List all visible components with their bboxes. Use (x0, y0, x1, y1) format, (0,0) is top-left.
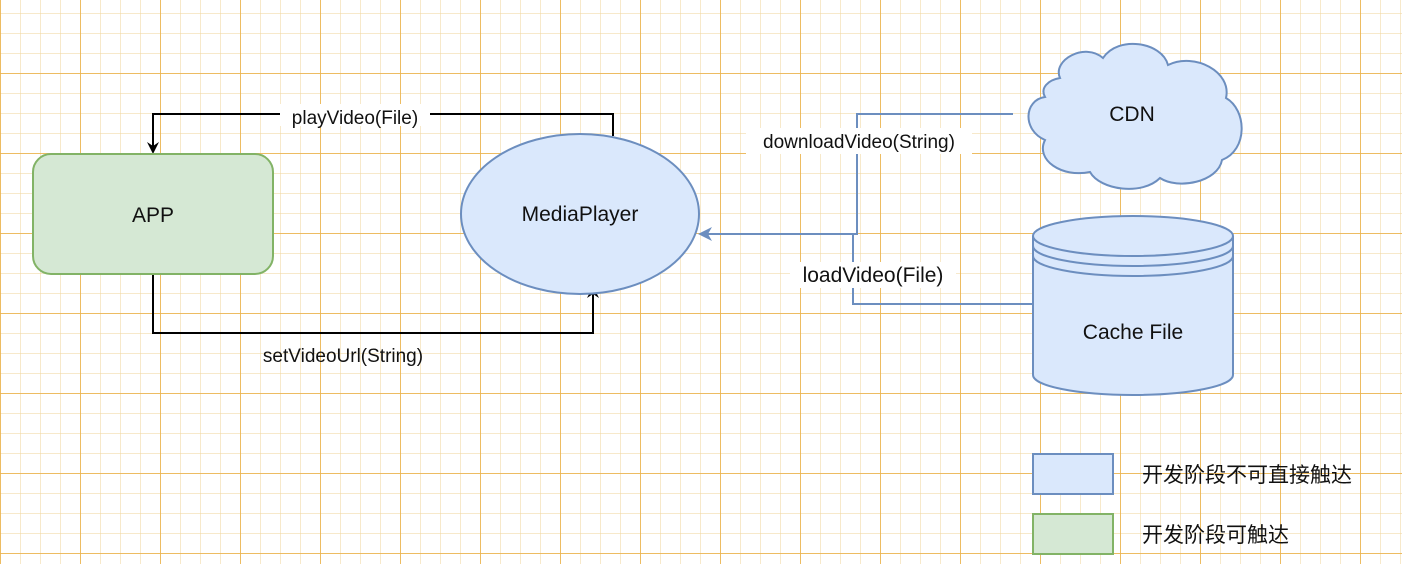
legend-item-unreachable: 开发阶段不可直接触达 (1032, 453, 1352, 495)
edge-set-video-url-line (152, 275, 599, 334)
node-app-label: APP (132, 204, 174, 227)
node-app[interactable]: APP (32, 153, 274, 275)
legend-swatch-blue (1032, 453, 1114, 495)
node-media-player-shape (460, 133, 700, 295)
node-media-player-label: MediaPlayer (522, 203, 639, 226)
node-cache-file[interactable]: Cache File (1032, 215, 1234, 396)
legend-item-reachable: 开发阶段可触达 (1032, 513, 1289, 555)
edge-label-bg (746, 128, 972, 154)
legend: 开发阶段不可直接触达 开发阶段可触达 (1032, 453, 1352, 555)
node-cdn-label: CDN (1109, 103, 1155, 126)
edge-play-video: playVideo(File) (147, 104, 614, 154)
edge-set-video-url: setVideoUrl(String) (152, 275, 599, 367)
node-app-shape (32, 153, 274, 275)
edge-load-video: loadVideo(File) (698, 227, 1033, 305)
edge-label-bg (790, 262, 956, 288)
node-cache-file-label: Cache File (1083, 321, 1183, 344)
cylinder-body (1032, 215, 1234, 396)
legend-label-unreachable: 开发阶段不可直接触达 (1142, 463, 1352, 487)
cloud-shape (1027, 42, 1243, 190)
node-cdn[interactable]: CDN (1027, 42, 1243, 190)
edge-label-download-video: downloadVideo(String) (763, 132, 955, 153)
edge-download-video: downloadVideo(String) (705, 113, 1013, 235)
cylinder-rim (1032, 235, 1234, 277)
edge-label-play-video: playVideo(File) (292, 108, 418, 129)
edge-label-load-video: loadVideo(File) (803, 264, 944, 287)
edge-label-bg (280, 104, 430, 126)
legend-label-reachable: 开发阶段可触达 (1142, 523, 1289, 547)
edge-label-set-video-url: setVideoUrl(String) (263, 346, 423, 367)
legend-swatch-green (1032, 513, 1114, 555)
node-media-player[interactable]: MediaPlayer (460, 133, 700, 295)
